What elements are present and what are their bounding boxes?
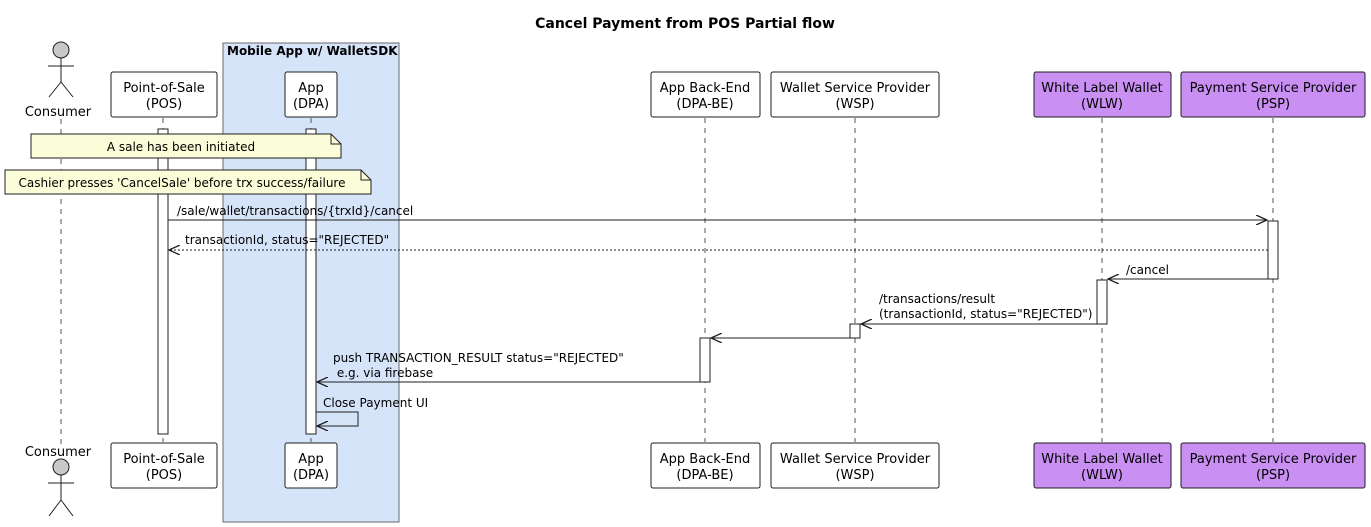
- participant-label-wlw-line1: White Label Wallet: [1041, 452, 1162, 467]
- participant-label-wsp-line2: (WSP): [835, 468, 874, 483]
- participant-box-dpa: App (DPA): [284, 71, 338, 118]
- message-label: /sale/wallet/transactions/{trxId}/cancel: [177, 204, 413, 218]
- participant-label-pos-line1: Point-of-Sale: [123, 81, 205, 96]
- message-label-line2: e.g. via firebase: [333, 366, 433, 380]
- participant-label-dpabe-line1: App Back-End: [660, 81, 751, 96]
- participant-box-psp: Payment Service Provider (PSP): [1180, 442, 1366, 489]
- participant-label-dpa-line1: App: [298, 81, 323, 96]
- participant-box-dpabe: App Back-End (DPA-BE): [650, 71, 761, 118]
- participant-label-wsp-line1: Wallet Service Provider: [780, 452, 931, 467]
- message-label: transactionId, status="REJECTED": [185, 233, 389, 247]
- participant-label-psp-line2: (PSP): [1256, 97, 1290, 112]
- message-label-line2: (transactionId, status="REJECTED"): [879, 307, 1092, 321]
- actor-body: [48, 58, 74, 98]
- activation-bar-wsp: [849, 323, 861, 339]
- participant-box-wlw: White Label Wallet (WLW): [1033, 442, 1172, 489]
- message-arrow: [316, 411, 359, 426]
- participant-label-wlw-line1: White Label Wallet: [1041, 81, 1162, 96]
- participant-label-dpabe-line2: (DPA-BE): [676, 468, 733, 483]
- actor-consumer-bottom: Consumer: [25, 445, 92, 517]
- participant-label-wlw-line2: (WLW): [1081, 468, 1123, 483]
- message-push-result: push TRANSACTION_RESULT status="REJECTED…: [317, 351, 700, 382]
- participant-label-pos-line1: Point-of-Sale: [123, 452, 205, 467]
- activation-bar-pos: [157, 128, 169, 435]
- participant-label-dpa-line2: (DPA): [293, 468, 329, 483]
- participant-box-wsp: Wallet Service Provider (WSP): [770, 442, 940, 489]
- message-cancel-request: /sale/wallet/transactions/{trxId}/cancel: [168, 204, 1267, 220]
- participant-heads-bottom: Consumer Point-of-Sale (POS) App (DPA) A…: [25, 442, 1366, 517]
- message-cancel-to-wlw: /cancel: [1108, 263, 1268, 279]
- participant-box-pos: Point-of-Sale (POS): [110, 71, 218, 118]
- actor-consumer-top: Consumer: [25, 41, 92, 120]
- note-sale-initiated: A sale has been initiated: [30, 133, 342, 159]
- participant-heads-top: Consumer Point-of-Sale (POS) App (DPA) A…: [25, 41, 1366, 120]
- actor-head: [52, 458, 70, 476]
- activation-bar-dpabe: [699, 337, 711, 383]
- group-box-label: Mobile App w/ WalletSDK: [227, 44, 398, 58]
- note-cashier-cancel: Cashier presses 'CancelSale' before trx …: [4, 169, 372, 195]
- participant-label-consumer: Consumer: [25, 105, 92, 120]
- activation-bar-dpa: [305, 128, 317, 435]
- activation-bars: [157, 128, 1279, 435]
- participant-box-dpabe: App Back-End (DPA-BE): [650, 442, 761, 489]
- message-label: /cancel: [1126, 263, 1169, 277]
- message-label: Close Payment UI: [323, 396, 428, 410]
- participant-label-dpabe-line2: (DPA-BE): [676, 97, 733, 112]
- participant-box-wlw: White Label Wallet (WLW): [1033, 71, 1172, 118]
- participant-label-wsp-line2: (WSP): [835, 97, 874, 112]
- participant-label-wsp-line1: Wallet Service Provider: [780, 81, 931, 96]
- actor-head: [52, 41, 70, 59]
- participant-box-psp: Payment Service Provider (PSP): [1180, 71, 1366, 118]
- participant-label-dpa-line2: (DPA): [293, 97, 329, 112]
- message-rejected-response: transactionId, status="REJECTED": [169, 233, 1268, 250]
- participant-label-psp-line2: (PSP): [1256, 468, 1290, 483]
- participant-label-psp-line1: Payment Service Provider: [1190, 81, 1357, 96]
- participant-label-pos-line2: (POS): [146, 468, 182, 483]
- participant-box-pos: Point-of-Sale (POS): [110, 442, 218, 489]
- activation-bar-wlw: [1096, 279, 1108, 325]
- actor-body: [48, 475, 74, 517]
- participant-label-dpa-line1: App: [298, 452, 323, 467]
- diagram-title: Cancel Payment from POS Partial flow: [535, 16, 835, 32]
- participant-label-wlw-line2: (WLW): [1081, 97, 1123, 112]
- note-text: Cashier presses 'CancelSale' before trx …: [19, 176, 346, 190]
- participant-box-wsp: Wallet Service Provider (WSP): [770, 71, 940, 118]
- message-close-payment-ui: Close Payment UI: [316, 396, 428, 426]
- message-label-line1: /transactions/result: [879, 292, 995, 306]
- participant-label-dpabe-line1: App Back-End: [660, 452, 751, 467]
- message-transactions-result: /transactions/result (transactionId, sta…: [861, 292, 1097, 324]
- activation-bar-psp: [1267, 220, 1279, 280]
- message-label-line1: push TRANSACTION_RESULT status="REJECTED…: [333, 351, 624, 365]
- participant-label-pos-line2: (POS): [146, 97, 182, 112]
- note-text: A sale has been initiated: [107, 140, 255, 154]
- participant-label-consumer: Consumer: [25, 445, 92, 460]
- participant-label-psp-line1: Payment Service Provider: [1190, 452, 1357, 467]
- participant-box-dpa: App (DPA): [284, 442, 338, 489]
